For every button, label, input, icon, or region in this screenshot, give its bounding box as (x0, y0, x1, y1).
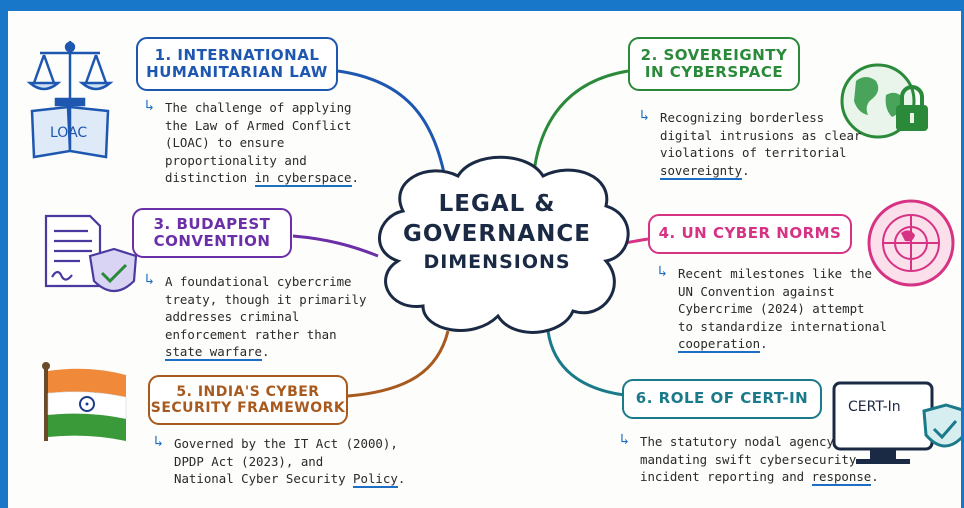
topic-1-title-line2: HUMANITARIAN LAW (146, 63, 328, 81)
highlight-text: in cyberspace (254, 170, 352, 188)
arrow-icon: ↳ (640, 106, 650, 124)
topic-1-title-line1: 1. INTERNATIONAL (154, 45, 320, 64)
desc-line: National Cyber Security Policy. (174, 470, 406, 489)
topic-3-title-line1: 3. BUDAPEST (153, 214, 271, 233)
desc-line: the Law of Armed Conflict (165, 117, 352, 133)
arrow-icon: ↳ (658, 262, 668, 280)
center-title: LEGAL & GOVERNANCE DIMENSIONS (386, 191, 608, 273)
monitor-shield-icon (832, 381, 961, 464)
desc-line: mandating swift cybersecurity (640, 451, 857, 467)
arrow-icon: ↳ (145, 96, 155, 114)
desc-line: The challenge of applying (165, 100, 352, 115)
desc-line: cooperation. (678, 335, 887, 354)
branch-6 (546, 330, 634, 398)
topic-2-title-line2: IN CYBERSPACE (644, 63, 784, 81)
center-cloud (378, 155, 630, 334)
desc-line: addresses criminal (165, 309, 300, 325)
desc-text: distinction (165, 170, 255, 186)
center-title-line3: DIMENSIONS (423, 251, 571, 273)
desc-line: Governed by the IT Act (2000), (174, 436, 398, 451)
desc-line: Cybercrime (2024) attempt (678, 301, 865, 317)
signed-document-shield-icon (44, 214, 138, 293)
desc-line: digital intrusions as clear (660, 127, 862, 143)
highlight-text: state warfare (165, 344, 262, 362)
center-title-line1: LEGAL & (438, 191, 556, 217)
topic-2-description: ↳ Recognizing borderless digital intrusi… (640, 106, 862, 180)
topic-1-description: ↳ The challenge of applying the Law of A… (145, 96, 359, 188)
topic-6-box: 6. ROLE OF CERT-IN (622, 379, 822, 419)
desc-text: . (351, 170, 359, 186)
scales-of-justice-icon (26, 41, 114, 159)
topic-6-description: ↳ The statutory nodal agency mandating s… (620, 430, 879, 487)
desc-line: state warfare. (165, 343, 366, 362)
topic-2-title-line1: 2. SOVEREIGNTY (640, 45, 788, 64)
branch-3 (292, 234, 379, 258)
topic-4-description: ↳ Recent milestones like the UN Conventi… (658, 262, 887, 354)
topic-3-title-line2: CONVENTION (153, 232, 271, 250)
desc-text: incident reporting and (640, 469, 812, 485)
desc-text: . (397, 471, 406, 487)
desc-line: treaty, though it primarily (165, 291, 367, 307)
un-emblem-icon (867, 199, 955, 287)
topic-5-title-line2: SECURITY FRAMEWORK (150, 400, 346, 416)
desc-line: The statutory nodal agency (640, 434, 834, 449)
desc-text: . (261, 344, 270, 360)
topic-4-box: 4. UN CYBER NORMS (648, 214, 852, 254)
highlight-text: Policy (353, 471, 398, 489)
desc-line: (LOAC) to ensure (165, 135, 285, 151)
topic-5-description: ↳ Governed by the IT Act (2000), DPDP Ac… (154, 432, 406, 489)
desc-text: National Cyber Security (174, 471, 354, 487)
desc-text: . (760, 336, 768, 352)
desc-line: Recent milestones like the (678, 266, 872, 281)
center-title-line2: GOVERNANCE (403, 221, 591, 247)
desc-line: incident reporting and response. (640, 468, 879, 487)
desc-line: Recognizing borderless (660, 110, 825, 125)
desc-line: UN Convention against (678, 283, 835, 299)
india-flag-icon (42, 362, 127, 441)
highlight-text: response (811, 469, 872, 487)
arrow-icon: ↳ (154, 432, 164, 450)
desc-text: . (742, 162, 750, 178)
mind-map-drawing: LOAC (26, 41, 961, 464)
desc-line: sovereignty. (660, 162, 861, 180)
desc-line: violations of territorial (660, 145, 847, 161)
highlight-text: sovereignty (660, 162, 743, 180)
topic-6-title-line1: 6. ROLE OF CERT-IN (635, 389, 809, 408)
desc-line: distinction in cyberspace. (165, 169, 359, 188)
arrow-icon: ↳ (145, 270, 155, 288)
globe-lock-icon (840, 63, 928, 139)
arrow-icon: ↳ (620, 430, 630, 448)
desc-line: A foundational cybercrime (165, 274, 352, 289)
highlight-text: cooperation (678, 336, 761, 354)
topic-4-title-line1: 4. UN CYBER NORMS (658, 224, 842, 243)
desc-line: DPDP Act (2023), and (174, 453, 324, 469)
topic-5-title-line1: 5. INDIA'S CYBER (176, 383, 320, 400)
book-label: LOAC (50, 125, 87, 141)
monitor-label: CERT-In (848, 399, 901, 415)
branch-2 (531, 69, 629, 182)
topic-3-description: ↳ A foundational cybercrime treaty, thou… (145, 270, 367, 362)
desc-line: to standardize international (678, 318, 887, 334)
desc-line: proportionality and (165, 152, 307, 168)
desc-text: . (871, 469, 879, 485)
branch-5 (347, 330, 450, 398)
desc-line: enforcement rather than (165, 326, 337, 342)
